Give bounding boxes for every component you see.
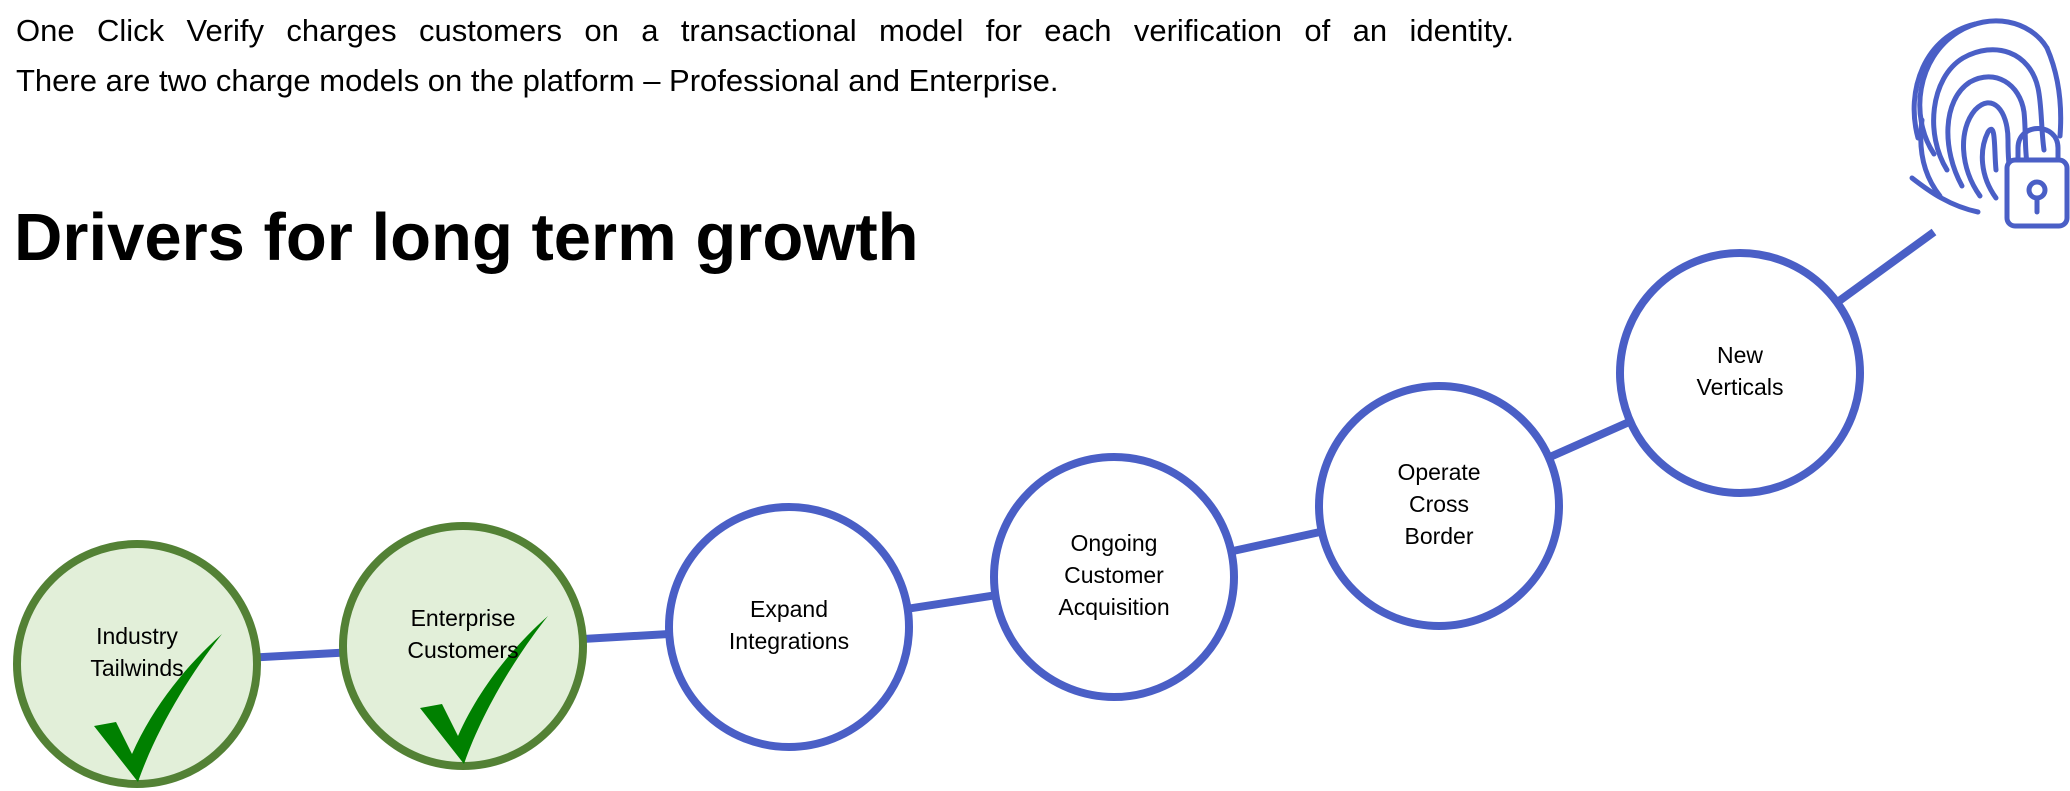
driver-label-line: Customer: [1064, 562, 1164, 588]
driver-circle-4: [990, 453, 1238, 701]
driver-label-line: Integrations: [728, 628, 850, 654]
driver-label-line: Expand: [749, 596, 829, 622]
checkmark-icon: [94, 634, 222, 782]
driver-label-line: Cross: [1408, 491, 1470, 517]
intro-line-1: One Click Verify charges customers on a …: [16, 13, 1514, 48]
fingerprint-lock-icon: [1909, 18, 2070, 229]
driver-label-line: Border: [1404, 523, 1474, 549]
intro-paragraph: One Click Verify charges customers on a …: [16, 6, 1514, 106]
driver-label-line: Industry: [96, 623, 178, 649]
driver-label-line: Verticals: [1696, 374, 1784, 400]
driver-circles: [13, 249, 1864, 788]
driver-label-line: Operate: [1397, 459, 1481, 485]
checkmark-icon: [420, 616, 548, 764]
driver-circle-2: [339, 522, 587, 770]
driver-circle-6: [1616, 249, 1864, 497]
driver-label-line: New: [1716, 342, 1763, 368]
driver-circle-5: [1315, 382, 1563, 630]
intro-line-2: There are two charge models on the platf…: [16, 63, 1059, 98]
driver-label-line: Ongoing: [1070, 530, 1158, 556]
driver-circle-3: [665, 503, 913, 751]
driver-label-line: Tailwinds: [90, 655, 184, 681]
driver-label-line: Acquisition: [1058, 594, 1170, 620]
driver-circle-1: [13, 540, 261, 788]
completed-checkmarks: [94, 616, 548, 782]
driver-label-line: Enterprise: [410, 605, 516, 631]
driver-label-line: Customers: [407, 637, 519, 663]
page-title: Drivers for long term growth: [14, 200, 919, 275]
